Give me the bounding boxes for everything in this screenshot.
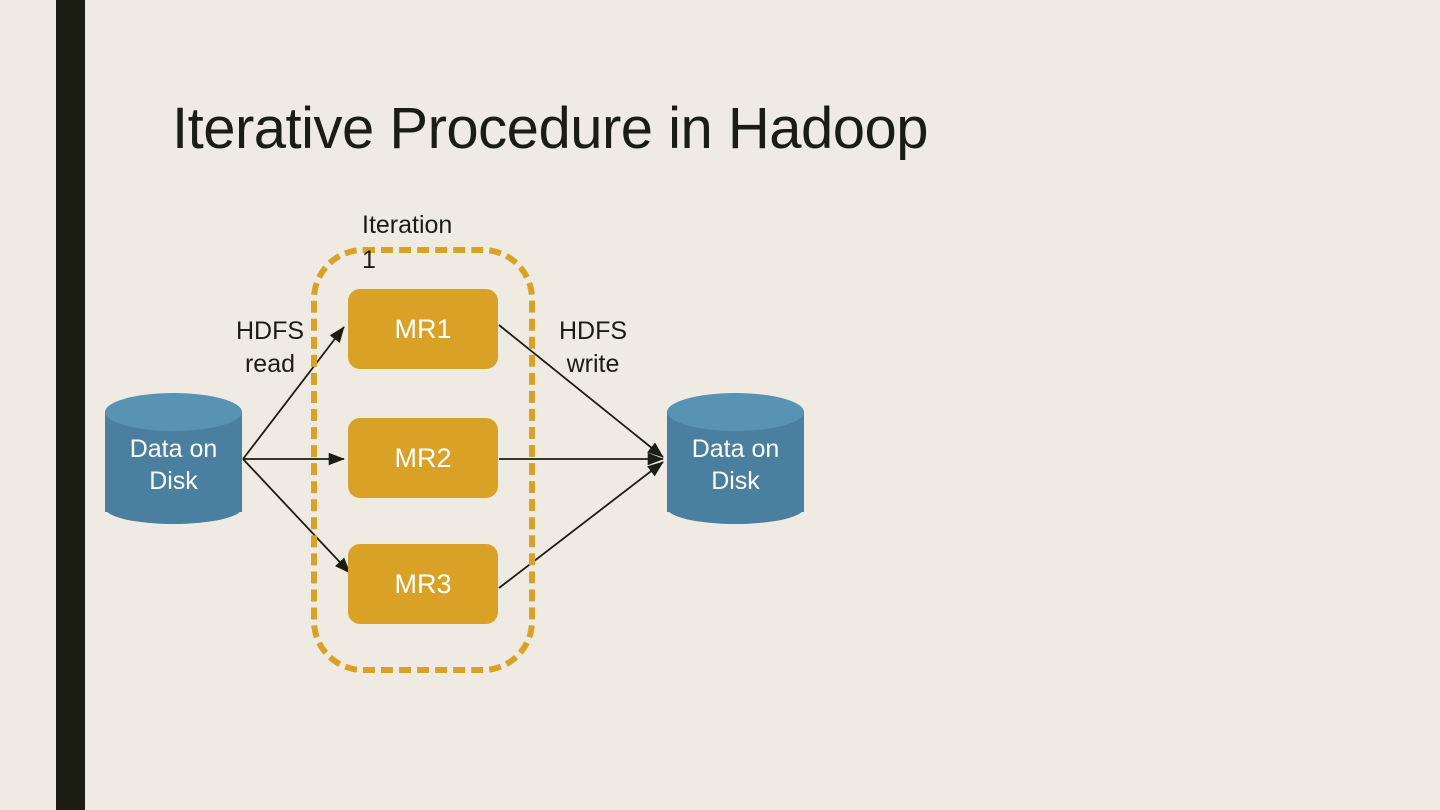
hdfs-write-line1: HDFS: [558, 317, 628, 345]
job-node-mr2: MR2: [348, 418, 498, 498]
edge-label-hdfs-write: HDFS write: [545, 315, 641, 381]
cylinder-top-source: [105, 393, 242, 431]
hdfs-read-line1: HDFS: [235, 317, 305, 345]
job-node-mr3: MR3: [348, 544, 498, 624]
iteration-label-line1: Iteration: [362, 211, 453, 239]
target-label-line2: Disk: [711, 467, 760, 495]
hdfs-read-line2: read: [244, 350, 296, 378]
cylinder-top-target: [667, 393, 804, 431]
job-node-mr1: MR1: [348, 289, 498, 369]
hdfs-write-line2: write: [566, 350, 620, 378]
source-label-line1: Data on: [129, 435, 218, 463]
left-accent-bar: [56, 0, 85, 810]
iteration-group-boundary: [311, 247, 535, 673]
iteration-label-line2: 1: [362, 246, 376, 274]
page-title: Iterative Procedure in Hadoop: [172, 96, 929, 161]
data-store-source-label: Data on Disk: [105, 433, 242, 497]
target-label-line1: Data on: [691, 435, 780, 463]
data-store-source: Data on Disk: [105, 393, 242, 524]
iteration-group-label: Iteration 1: [362, 208, 472, 278]
source-label-line2: Disk: [149, 467, 198, 495]
edge-label-hdfs-read: HDFS read: [222, 315, 318, 381]
data-store-target: Data on Disk: [667, 393, 804, 524]
data-store-target-label: Data on Disk: [667, 433, 804, 497]
